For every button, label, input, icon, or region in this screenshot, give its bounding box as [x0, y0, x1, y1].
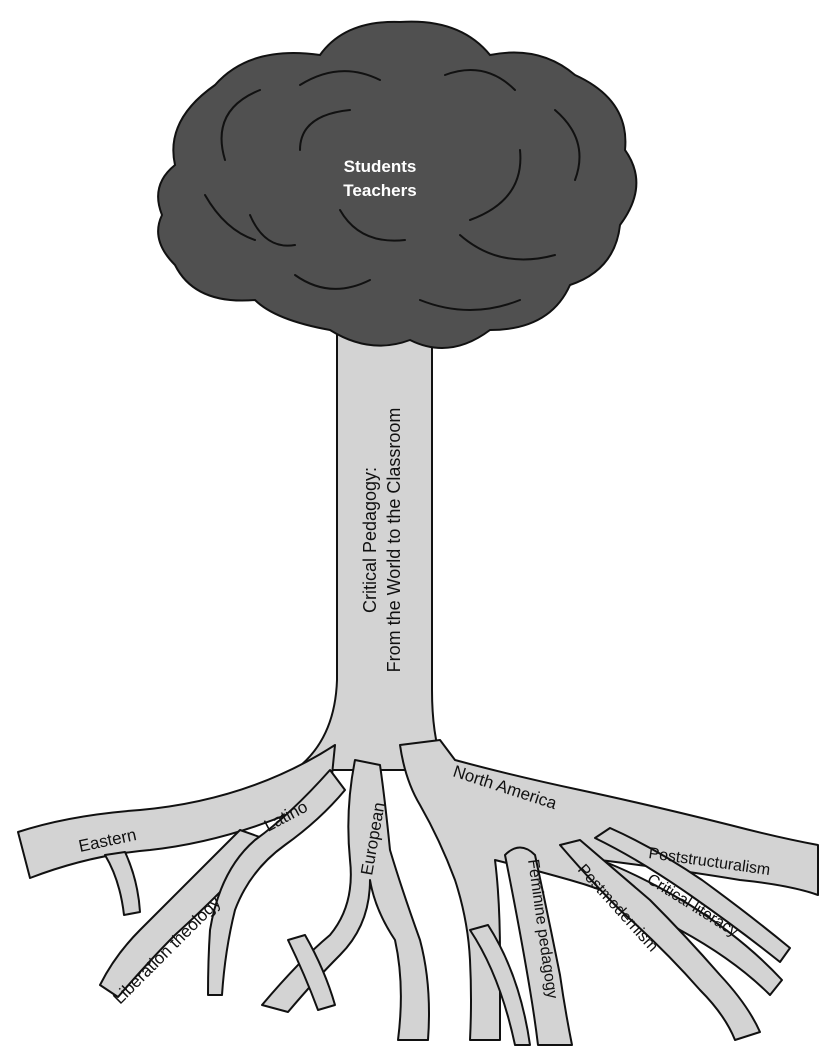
cloud-label-students: Students: [344, 157, 417, 176]
root-latino: [207, 769, 346, 996]
root-eastern-sprig: [104, 851, 141, 916]
root-right-sprig: [469, 924, 531, 1046]
root-feminine-pedagogy: [504, 846, 573, 1046]
trunk-label-line1: Critical Pedagogy:: [360, 467, 380, 613]
cloud-group: Students Teachers: [157, 20, 638, 349]
root-eastern: [17, 744, 336, 879]
cloud-shape: [157, 20, 638, 349]
roots-group: [17, 739, 819, 1046]
root-european-inner: [287, 934, 336, 1011]
cloud-label-teachers: Teachers: [343, 181, 416, 200]
root-critical-literacy: [594, 827, 791, 963]
root-postmodernism: [559, 839, 761, 1041]
cloud-contour-lines: [204, 69, 581, 311]
trunk-label-line2: From the World to the Classroom: [384, 408, 404, 673]
